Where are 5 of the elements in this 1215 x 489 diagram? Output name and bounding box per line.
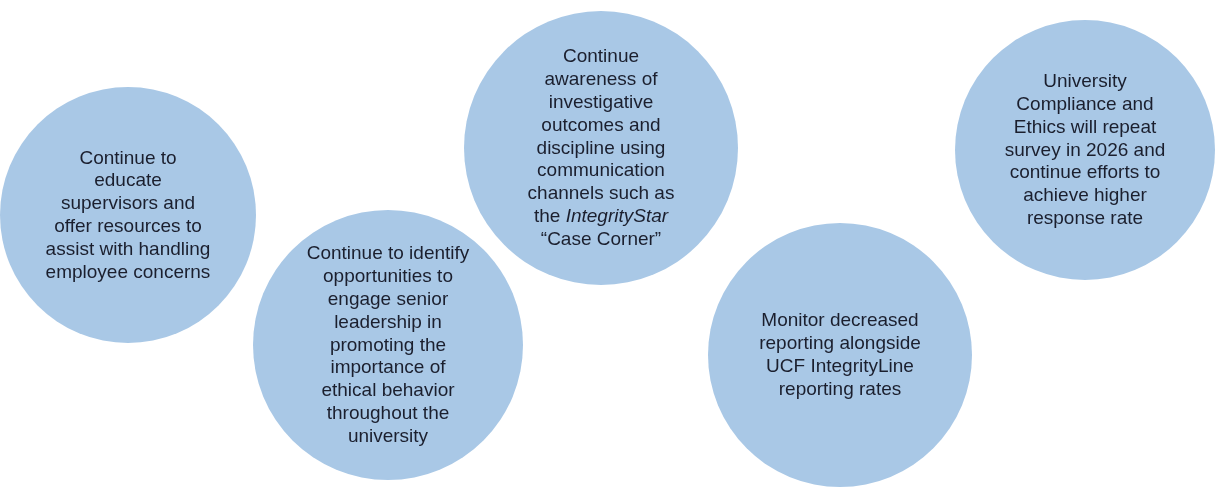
circle-text: University Compliance and Ethics will repeat survey in 2026 and continue efforts to achieve higher response rate — [1003, 70, 1167, 230]
circle-text: Continue to identify opportunities to engage senior leadership in promoting the importance of ethical behavior throughout the university — [305, 242, 471, 448]
circle-text: Monitor decreased reporting alongside UCF IntegrityLine reporting rates — [758, 309, 922, 401]
circle-text: Continue to educate supervisors and offer resources to assist with handling employee concerns — [44, 146, 212, 284]
circle-text: Continue awareness of investigative outcomes and discipline using communication channels such as the IntegrityStar “Case Corner” — [526, 45, 676, 251]
